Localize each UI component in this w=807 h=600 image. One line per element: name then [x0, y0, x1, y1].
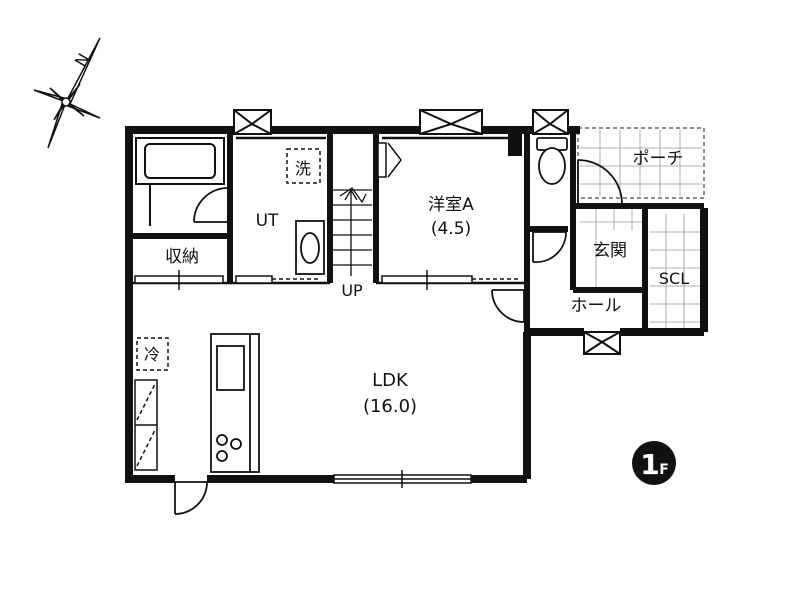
door-bathroom: [193, 187, 229, 223]
washer-box: [286, 148, 321, 184]
floor-badge: 1 F: [632, 441, 676, 485]
label-ut: UT: [256, 211, 279, 231]
door-toilet: [532, 231, 567, 264]
window-top-toilet: [532, 109, 569, 135]
entrance-tile-grid: [580, 206, 642, 288]
window-top-ut: [233, 109, 272, 135]
stairs: [333, 187, 372, 276]
ut-sink: [295, 220, 325, 275]
floor-badge-number: 1: [640, 448, 659, 481]
label-fridge: 冷: [144, 345, 160, 364]
window-top-western: [419, 109, 483, 135]
wall-junction: [508, 134, 522, 156]
interior-walls: [133, 130, 704, 332]
scl-tile-grid: [650, 214, 702, 328]
sliding-door-storage: [134, 270, 224, 290]
label-storage: 収納: [165, 247, 199, 267]
label-ldk: LDK: [372, 370, 409, 391]
kitchen-counter: [210, 333, 260, 473]
label-porch: ポーチ: [633, 149, 684, 169]
label-stairs-up: UP: [341, 281, 363, 300]
label-hall: ホール: [571, 296, 622, 316]
kitchen-cabinets: [134, 379, 158, 471]
label-ldk-size: (16.0): [363, 396, 417, 417]
label-entrance: 玄関: [593, 241, 627, 261]
door-ldk-exterior: [174, 481, 208, 515]
sliding-door-western: [381, 270, 520, 290]
door-entrance: [577, 159, 623, 205]
label-western-room: 洋室A: [428, 195, 474, 215]
compass-label: N: [71, 50, 93, 70]
door-western-closet: [377, 142, 402, 178]
window-bottom-ldk: [333, 470, 472, 488]
label-washer: 洗: [295, 159, 311, 178]
toilet: [536, 137, 568, 185]
fridge-box: [136, 337, 169, 371]
door-hall-ldk: [491, 289, 525, 323]
label-western-room-size: (4.5): [431, 219, 471, 239]
floor-badge-suffix: F: [659, 462, 669, 478]
label-scl: SCL: [659, 269, 689, 288]
compass-rose: [33, 37, 101, 149]
sliding-door-ut: [235, 275, 320, 284]
window-bottom-hall: [583, 331, 621, 355]
bathtub: [135, 137, 225, 226]
